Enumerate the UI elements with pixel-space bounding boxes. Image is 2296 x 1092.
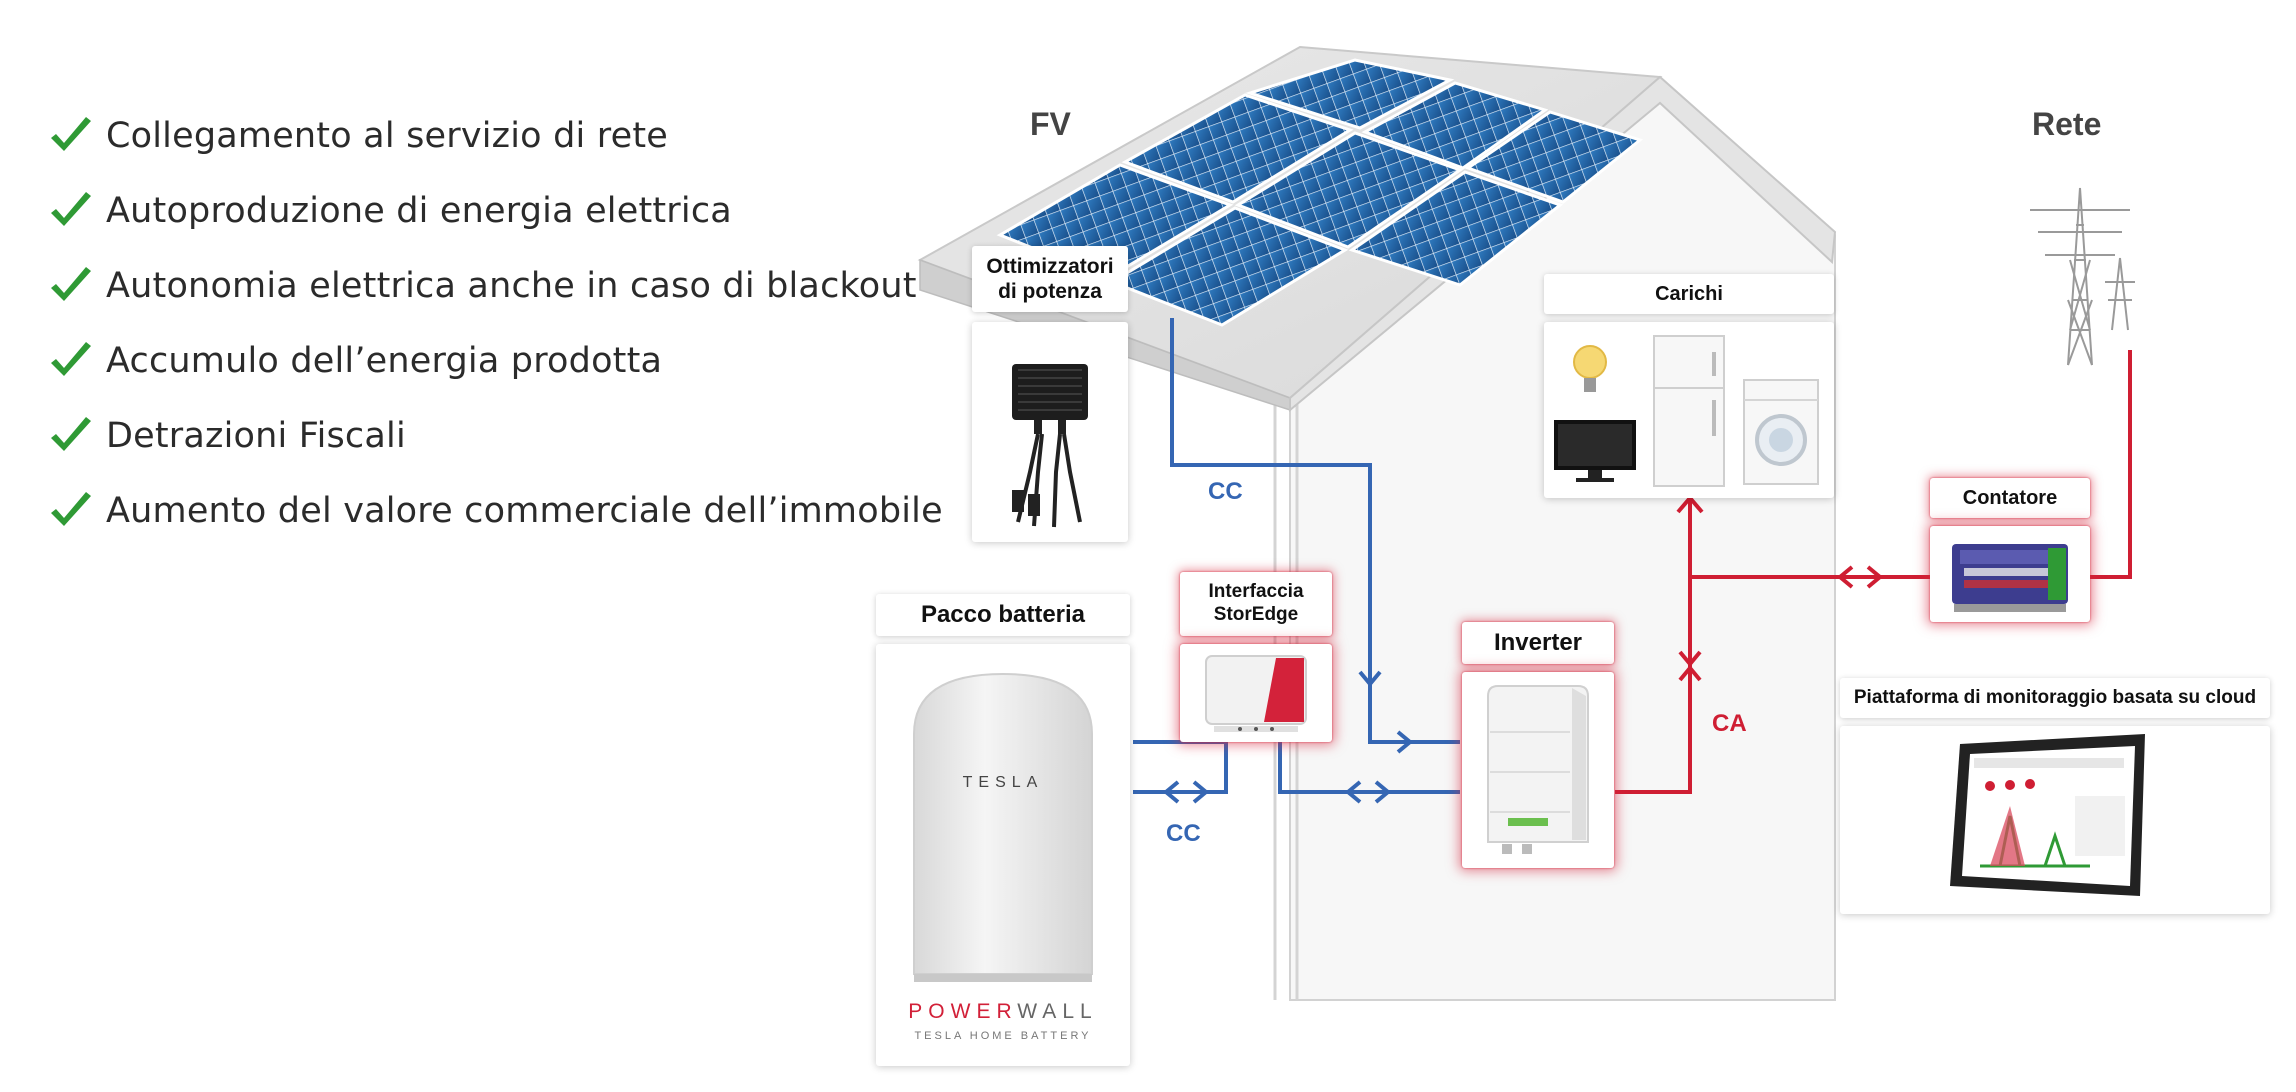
tesla-logo: TESLA	[962, 774, 1044, 791]
monitoring-card	[1840, 726, 2270, 914]
optimizers-card	[972, 322, 1128, 542]
battery-card: TESLA POWERWALL TESLA HOME BATTERY	[876, 644, 1130, 1066]
feature-item: Aumento del valore commerciale dell’immo…	[48, 473, 943, 548]
loads-title: Carichi	[1544, 274, 1834, 314]
tv-icon	[1554, 420, 1636, 482]
ac-lines	[1615, 350, 2132, 794]
battery-title: Pacco batteria	[876, 594, 1130, 636]
feature-item: Autoproduzione di energia elettrica	[48, 173, 943, 248]
battery-dc-line	[1133, 742, 1228, 794]
checkmark-icon	[51, 191, 91, 226]
feature-item: Collegamento al servizio di rete	[48, 98, 943, 173]
monitoring-title: Piattaforma di monitoraggio basata su cl…	[1840, 678, 2270, 718]
powerwall-device	[913, 672, 1093, 982]
feature-text: Accumulo dell’energia prodotta	[106, 340, 663, 381]
optimizer-device-icon	[1012, 364, 1088, 528]
feature-text: Aumento del valore commerciale dell’immo…	[106, 490, 943, 531]
feature-text: Autonomia elettrica anche in caso di bla…	[106, 265, 917, 306]
checkmark-icon	[51, 491, 91, 526]
dc-label-upper: CC	[1208, 478, 1243, 505]
checkmark-icon	[51, 341, 91, 376]
powerwall-brand: POWERWALL	[908, 1000, 1098, 1023]
inverter-device-icon	[1487, 685, 1589, 854]
grid-label: Rete	[2032, 106, 2102, 142]
inverter-card	[1462, 672, 1614, 868]
appliances-illustration	[1554, 335, 1819, 487]
power-pylons	[2030, 187, 2135, 366]
monitoring-tablet-icon	[1950, 734, 2145, 896]
solar-panels	[996, 58, 1644, 327]
feature-item: Detrazioni Fiscali	[48, 398, 943, 473]
fridge-icon	[1653, 335, 1725, 487]
loads-card	[1544, 322, 1834, 498]
washing-machine-icon	[1743, 379, 1819, 485]
dc-label-lower: CC	[1166, 820, 1201, 847]
feature-item: Accumulo dell’energia prodotta	[48, 323, 943, 398]
feature-text: Detrazioni Fiscali	[106, 415, 406, 456]
meter-title: Contatore	[1930, 478, 2090, 518]
inverter-title: Inverter	[1462, 622, 1614, 664]
checkmark-icon	[51, 116, 91, 151]
powerwall-subtitle: TESLA HOME BATTERY	[914, 1030, 1092, 1042]
meter-card	[1930, 526, 2090, 622]
meter-device-icon	[1952, 544, 2068, 612]
ac-arrows	[1676, 494, 1884, 682]
storedge-device-icon	[1205, 655, 1307, 732]
pv-label: FV	[1030, 106, 1071, 142]
ac-label: CA	[1712, 710, 1747, 737]
lightbulb-icon	[1573, 345, 1607, 392]
feature-text: Collegamento al servizio di rete	[106, 115, 668, 156]
feature-text: Autoproduzione di energia elettrica	[106, 190, 732, 231]
checkmark-icon	[51, 266, 91, 301]
storedge-card	[1180, 644, 1332, 742]
feature-item: Autonomia elettrica anche in caso di bla…	[48, 248, 943, 323]
feature-list: Collegamento al servizio di rete Autopro…	[48, 98, 943, 548]
checkmark-icon	[51, 416, 91, 451]
